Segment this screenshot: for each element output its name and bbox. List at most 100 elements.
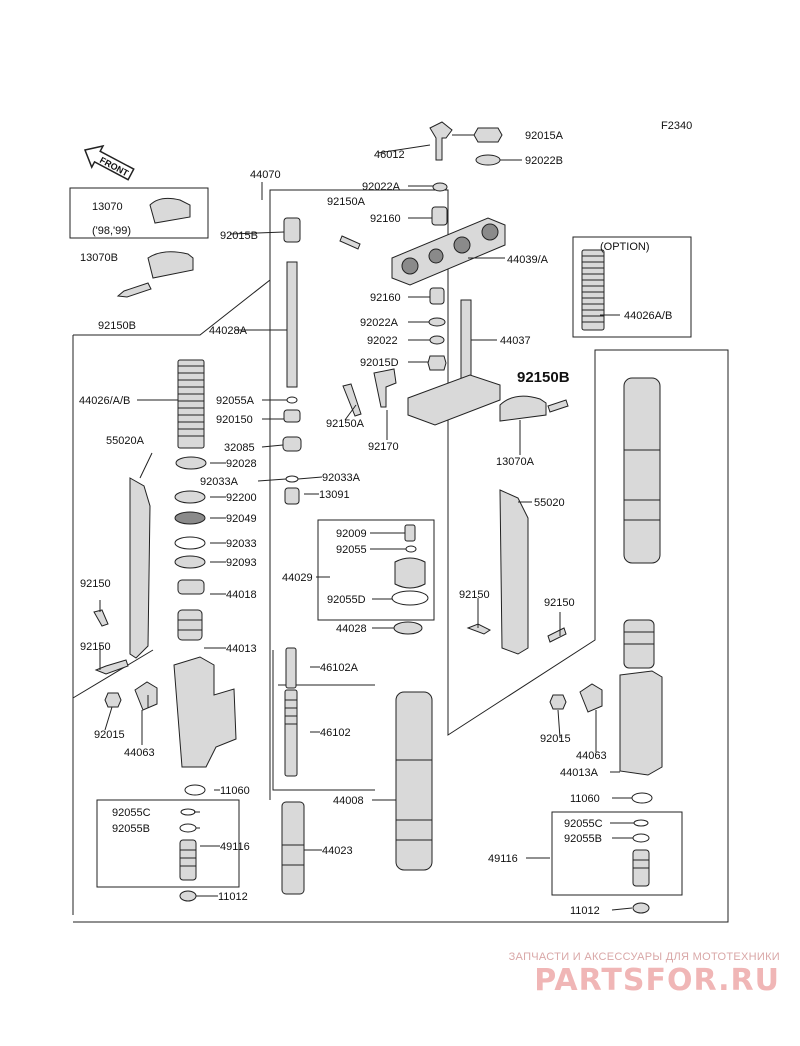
spring-44026ab-option bbox=[581, 249, 605, 331]
assembly-outline bbox=[69, 187, 729, 923]
label-92150-right-2: 92150 bbox=[544, 597, 575, 609]
kit-49116-left-box bbox=[96, 799, 240, 888]
guard-55020 bbox=[499, 489, 529, 655]
clamp-13070 bbox=[149, 197, 191, 224]
guard-55020a bbox=[129, 477, 151, 659]
label-92015-right: 92015 bbox=[540, 733, 571, 745]
label-55020a: 55020A bbox=[106, 435, 145, 447]
label-92093: 92093 bbox=[226, 557, 257, 569]
label-92033: 92033 bbox=[226, 538, 257, 550]
label-44008: 44008 bbox=[333, 795, 364, 807]
label-92028: 92028 bbox=[226, 458, 257, 470]
cap-92015b bbox=[283, 217, 301, 243]
label-46102a: 46102A bbox=[320, 662, 359, 674]
label-92055b-right: 92055B bbox=[564, 833, 602, 845]
label-44070: 44070 bbox=[250, 169, 281, 181]
nut-92015a bbox=[473, 127, 503, 143]
label-92200: 92200 bbox=[226, 492, 257, 504]
label-92150-left-1: 92150 bbox=[80, 578, 111, 590]
label-92150b-left: 92150B bbox=[98, 320, 136, 332]
label-92150a-top: 92150A bbox=[327, 196, 366, 208]
lower-clamp bbox=[407, 374, 501, 426]
label-55020: 55020 bbox=[534, 497, 565, 509]
label-92015b: 92015B bbox=[220, 230, 258, 242]
label-11012-left: 11012 bbox=[218, 891, 248, 903]
label-44029: 44029 bbox=[282, 572, 313, 584]
label-92015d: 92015D bbox=[360, 357, 399, 369]
axle-bracket-right bbox=[619, 670, 663, 776]
label-92055b-left: 92055B bbox=[112, 823, 150, 835]
stem-bolt-46012 bbox=[429, 121, 453, 161]
label-49116-left: 49116 bbox=[220, 841, 250, 853]
label-44063-left: 44063 bbox=[124, 747, 155, 759]
label-92022a-top: 92022A bbox=[362, 181, 401, 193]
bolt-92150b-left bbox=[116, 282, 152, 298]
label-49116-right: 49116 bbox=[488, 853, 518, 865]
label-92150a-mid: 92150A bbox=[326, 418, 365, 430]
rod-44028a bbox=[286, 261, 298, 388]
label-92022a-mid: 92022A bbox=[360, 317, 399, 329]
stem-44037 bbox=[460, 299, 472, 381]
label-13091: 13091 bbox=[319, 489, 350, 501]
label-92170: 92170 bbox=[368, 441, 399, 453]
label-13070b: 13070B bbox=[80, 252, 118, 264]
label-92150-left-2: 92150 bbox=[80, 641, 111, 653]
label-92055a: 92055A bbox=[216, 395, 255, 407]
label-46102: 46102 bbox=[320, 727, 351, 739]
label-11060-left: 11060 bbox=[220, 785, 250, 797]
label-92022b: 92022B bbox=[525, 155, 563, 167]
label-92160-top: 92160 bbox=[370, 213, 401, 225]
label-44063-right: 44063 bbox=[576, 750, 607, 762]
option-box bbox=[572, 236, 692, 338]
label-11012-right: 11012 bbox=[570, 905, 600, 917]
label-44028a: 44028A bbox=[209, 325, 248, 337]
parts bbox=[93, 121, 663, 914]
label-44013a: 44013A bbox=[560, 767, 599, 779]
watermark-logo: PARTSFOR.RU bbox=[534, 963, 780, 998]
label-92055c-left: 92055C bbox=[112, 807, 151, 819]
label-46012: 46012 bbox=[374, 149, 405, 161]
label-13070: 13070 bbox=[92, 201, 123, 213]
label-92049: 92049 bbox=[226, 513, 257, 525]
label-44018: 44018 bbox=[226, 589, 257, 601]
upper-clamp-44039a bbox=[391, 217, 506, 286]
front-arrow-icon: FRONT bbox=[83, 144, 135, 181]
outer-tube-right bbox=[623, 377, 661, 564]
label-92022: 92022 bbox=[367, 335, 398, 347]
axle-bracket-left bbox=[173, 656, 237, 768]
watermark-caption: ЗАПЧАСТИ И АКСЕССУАРЫ ДЛЯ МОТОТЕХНИКИ bbox=[508, 951, 780, 963]
bolt-92150a-top bbox=[339, 235, 361, 250]
kit-49116-right-box bbox=[551, 811, 683, 896]
cap-92160 bbox=[431, 206, 448, 226]
option-label: (OPTION) bbox=[600, 241, 650, 253]
kit-44029-box bbox=[317, 519, 435, 621]
figure-code: F2340 bbox=[661, 120, 692, 132]
label-44037: 44037 bbox=[500, 335, 531, 347]
year-note-box bbox=[69, 187, 209, 239]
label-92055c-right: 92055C bbox=[564, 818, 603, 830]
label-44039a: 44039/A bbox=[507, 254, 549, 266]
outer-tube-44008 bbox=[395, 691, 433, 871]
label-92160-mid: 92160 bbox=[370, 292, 401, 304]
label-44013: 44013 bbox=[226, 643, 257, 655]
label-32085: 32085 bbox=[224, 442, 255, 454]
label-11060-right: 11060 bbox=[570, 793, 600, 805]
label-92015a: 92015A bbox=[525, 130, 564, 142]
label-92015-left: 92015 bbox=[94, 729, 125, 741]
label-92009: 92009 bbox=[336, 528, 367, 540]
part-labels: F2340 44070 46012 92015A 92022B 92022A 9… bbox=[79, 120, 692, 917]
label-92033a-right: 92033A bbox=[322, 472, 361, 484]
label-92033a-left: 92033A bbox=[200, 476, 239, 488]
label-44023: 44023 bbox=[322, 845, 353, 857]
label-44026ab: 44026/A/B bbox=[79, 395, 130, 407]
cylinder-44013 bbox=[177, 609, 203, 641]
spring-44026ab bbox=[177, 359, 205, 449]
label-44026ab-option: 44026A/B bbox=[624, 310, 672, 322]
label-92055d: 92055D bbox=[327, 594, 366, 606]
year-note: ('98,'99) bbox=[92, 225, 131, 237]
leader-lines bbox=[99, 134, 634, 911]
label-13070a: 13070A bbox=[496, 456, 535, 468]
clamp-13070b bbox=[147, 251, 194, 279]
washer-92022a bbox=[432, 182, 448, 192]
